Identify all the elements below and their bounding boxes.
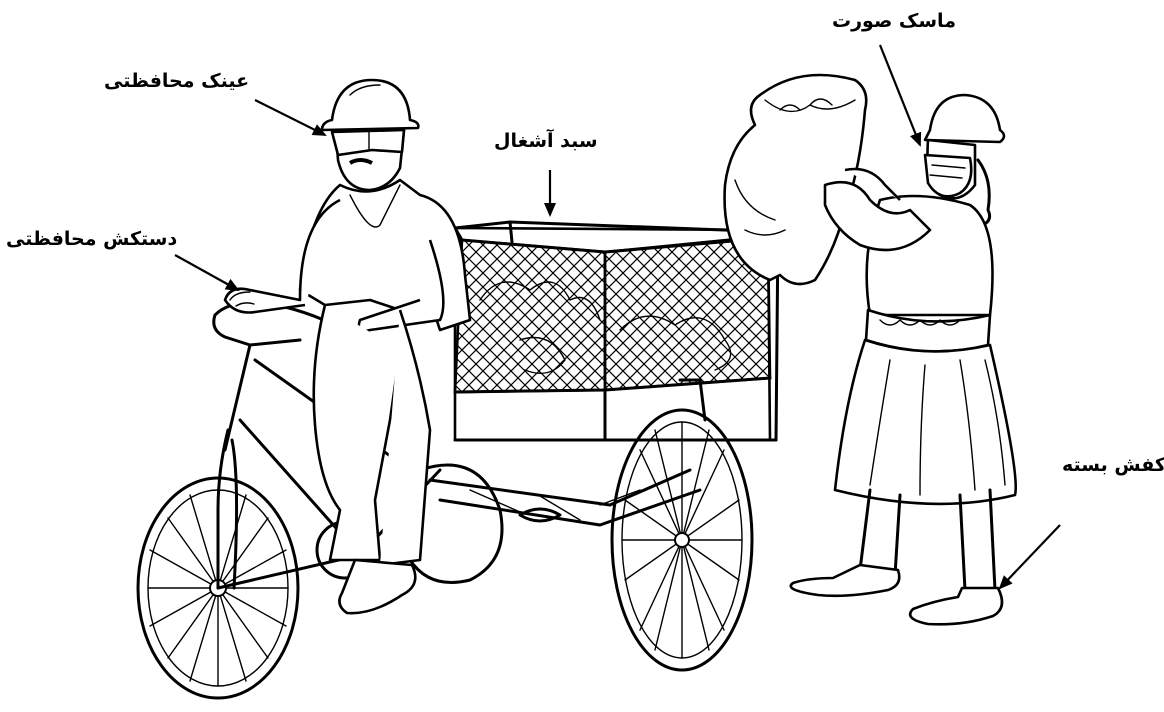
rear-wheel [612,410,752,670]
closed-shoes-label: کفش بسته [1062,456,1164,475]
basket-label: سبد آشغال [494,132,598,151]
goggles-label: عینک محافظتی [104,72,249,91]
face-mask-arrow [880,45,920,145]
gloves-label: دستکش محافظتی [6,230,177,249]
goggles-arrow [255,100,325,135]
face-mask-label: ماسک صورت [832,12,956,31]
gloves-arrow [175,255,238,290]
closed-shoes-arrow [1000,525,1060,588]
man-rider [225,80,470,613]
